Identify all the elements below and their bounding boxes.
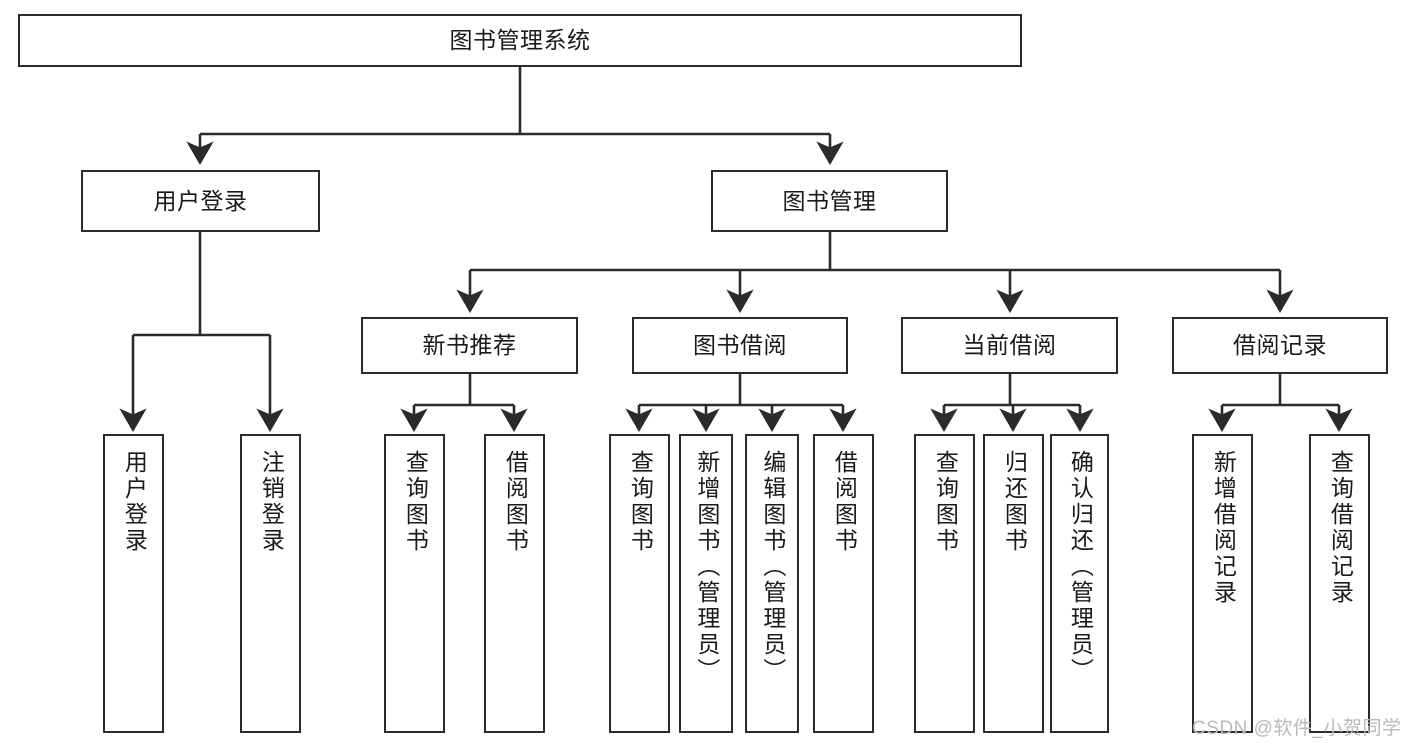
node-label: 图书管理系统: [449, 27, 591, 54]
node-label: 借阅记录: [1233, 332, 1327, 359]
node-label: 新增借阅记录: [1210, 450, 1237, 606]
node-book-management[interactable]: 图书管理: [711, 170, 948, 232]
node-borrow-record[interactable]: 借阅记录: [1172, 317, 1388, 374]
leaf-logout[interactable]: 注销登录: [240, 434, 301, 733]
node-label: 编辑图书（管理员）: [759, 450, 786, 684]
leaf-confirm-return-admin[interactable]: 确认归还（管理员）: [1050, 434, 1109, 733]
leaf-borrow-book[interactable]: 借阅图书: [813, 434, 874, 733]
node-label: 用户登录: [153, 187, 248, 214]
leaf-edit-book-admin[interactable]: 编辑图书（管理员）: [745, 434, 799, 733]
node-label: 查询图书: [402, 450, 429, 554]
node-label: 确认归还（管理员）: [1067, 450, 1094, 684]
leaf-query-borrow-record[interactable]: 查询借阅记录: [1309, 434, 1370, 733]
node-label: 新增图书（管理员）: [693, 450, 720, 684]
node-current-borrow[interactable]: 当前借阅: [901, 317, 1118, 374]
leaf-add-borrow-record[interactable]: 新增借阅记录: [1192, 434, 1253, 733]
node-label: 借阅图书: [831, 450, 858, 554]
node-label: 图书借阅: [693, 332, 787, 359]
node-root-system[interactable]: 图书管理系统: [18, 14, 1022, 67]
node-label: 查询图书: [932, 450, 959, 554]
leaf-add-book-admin[interactable]: 新增图书（管理员）: [679, 434, 733, 733]
csdn-watermark: CSDN @软件_小贺同学: [1192, 718, 1402, 739]
node-label: 查询借阅记录: [1327, 450, 1354, 606]
leaf-borrow-book-recommend[interactable]: 借阅图书: [484, 434, 545, 733]
leaf-return-book[interactable]: 归还图书: [983, 434, 1044, 733]
node-label: 用户登录: [121, 450, 148, 554]
leaf-query-book-borrow[interactable]: 查询图书: [609, 434, 670, 733]
node-book-borrow[interactable]: 图书借阅: [632, 317, 848, 374]
node-label: 图书管理: [782, 187, 877, 214]
node-label: 查询图书: [627, 450, 654, 554]
leaf-query-book-recommend[interactable]: 查询图书: [384, 434, 445, 733]
leaf-user-login[interactable]: 用户登录: [103, 434, 164, 733]
leaf-query-book-current[interactable]: 查询图书: [914, 434, 975, 733]
node-label: 借阅图书: [502, 450, 529, 554]
node-user-login[interactable]: 用户登录: [81, 170, 320, 232]
node-label: 当前借阅: [962, 332, 1057, 359]
node-label: 注销登录: [258, 450, 285, 554]
node-label: 新书推荐: [422, 332, 517, 359]
node-new-book-recommend[interactable]: 新书推荐: [361, 317, 578, 374]
node-label: 归还图书: [1001, 450, 1028, 554]
